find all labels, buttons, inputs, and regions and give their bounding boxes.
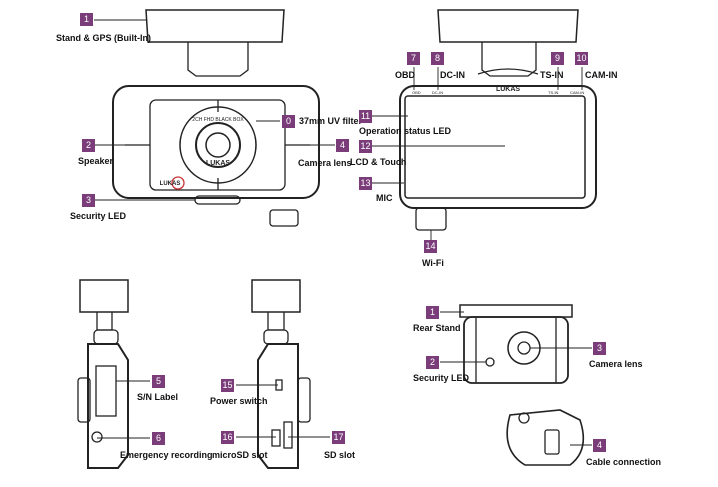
callout-number: 10 [575,52,588,65]
callout-label: Emergency recording [120,450,213,460]
callout-label: 37mm UV filter [299,116,363,126]
microsd-slot [271,429,281,447]
callout-number: 9 [551,52,564,65]
callout-number: 1 [426,306,439,319]
callout-label: OBD [395,70,415,80]
callout-number: 3 [593,342,606,355]
callout-number: 6 [152,432,165,445]
rear-security-led [485,357,495,367]
callout-number: 14 [424,240,437,253]
back-body [399,85,597,209]
callout-label: S/N Label [137,392,179,402]
callout-number: 4 [593,439,606,452]
front-wifi-knob [269,209,299,227]
front-view [112,9,320,227]
lens-ring-text: 2CH FHD BLACK BOX [192,117,244,123]
callout-number: 1 [80,13,93,26]
callout-number: 0 [282,115,295,128]
callout-label: Wi-Fi [422,258,444,268]
sn-label [95,365,117,417]
callout-number: 11 [359,110,372,123]
side-right-body [257,343,299,469]
callout-number: 15 [221,379,234,392]
callout-number: 13 [359,177,372,190]
callout-label: Security LED [70,211,127,221]
back-stand-arm [481,42,537,77]
side-view-left [77,279,129,469]
callout-label: CAM-IN [585,70,618,80]
callout-number: 3 [82,194,95,207]
callout-label: Camera lens [298,158,352,168]
callout-number: 8 [431,52,444,65]
callout-label: microSD slot [212,450,268,460]
callout-number: 16 [221,431,234,444]
back-stand-base [437,9,579,43]
callout-label: MIC [376,193,393,203]
callout-number: 4 [336,139,349,152]
back-view [399,9,597,231]
callout-label: LCD & Touch [350,157,407,167]
rear-cable-connector [506,409,585,466]
callout-number: 7 [407,52,420,65]
front-lens-panel [149,99,286,191]
callout-label: Stand & GPS (Built-In) [56,33,151,43]
back-wifi-knob [415,207,447,231]
port-camin-text: CAM-IN [570,90,584,95]
callout-number: 2 [426,356,439,369]
front-stand-base [145,9,285,43]
rear-stand-plate [459,304,573,318]
callout-number: 5 [152,375,165,388]
callout-number: 2 [82,139,95,152]
callout-number: 17 [332,431,345,444]
back-logo: LUKAS [496,86,520,93]
side-right-stand [251,279,301,313]
port-tsin-text: TS-IN [548,90,559,95]
callout-label: Camera lens [589,359,643,369]
callout-number: 12 [359,140,372,153]
callout-label: Security LED [413,373,470,383]
callout-label: DC-IN [440,70,465,80]
leader-lines [94,19,592,446]
front-body-logo: LUKAS [160,181,181,187]
rear-body [463,316,569,384]
front-body [112,85,320,199]
front-lens [205,132,231,158]
callout-label: Operation status LED [359,126,452,136]
callout-label: Rear Stand [413,323,461,333]
front-stand-arm [187,42,249,77]
callout-label: Power switch [210,396,268,406]
callout-label: SD slot [324,450,356,460]
callout-label: Speaker [78,156,114,166]
side-left-stand [79,279,129,313]
port-dcin-text: DC-IN [432,90,443,95]
front-logo: LUKAS [206,160,230,167]
side-view-right [251,279,311,469]
emergency-button [91,431,103,443]
side-left-body [87,343,129,469]
rear-camera [459,304,585,466]
back-lcd-screen [404,95,586,199]
callout-label: TS-IN [540,70,564,80]
port-obd-text: OBD [412,90,421,95]
front-lens-ring [179,106,257,184]
sd-slot [283,421,293,449]
callout-label: Cable connection [586,457,662,467]
